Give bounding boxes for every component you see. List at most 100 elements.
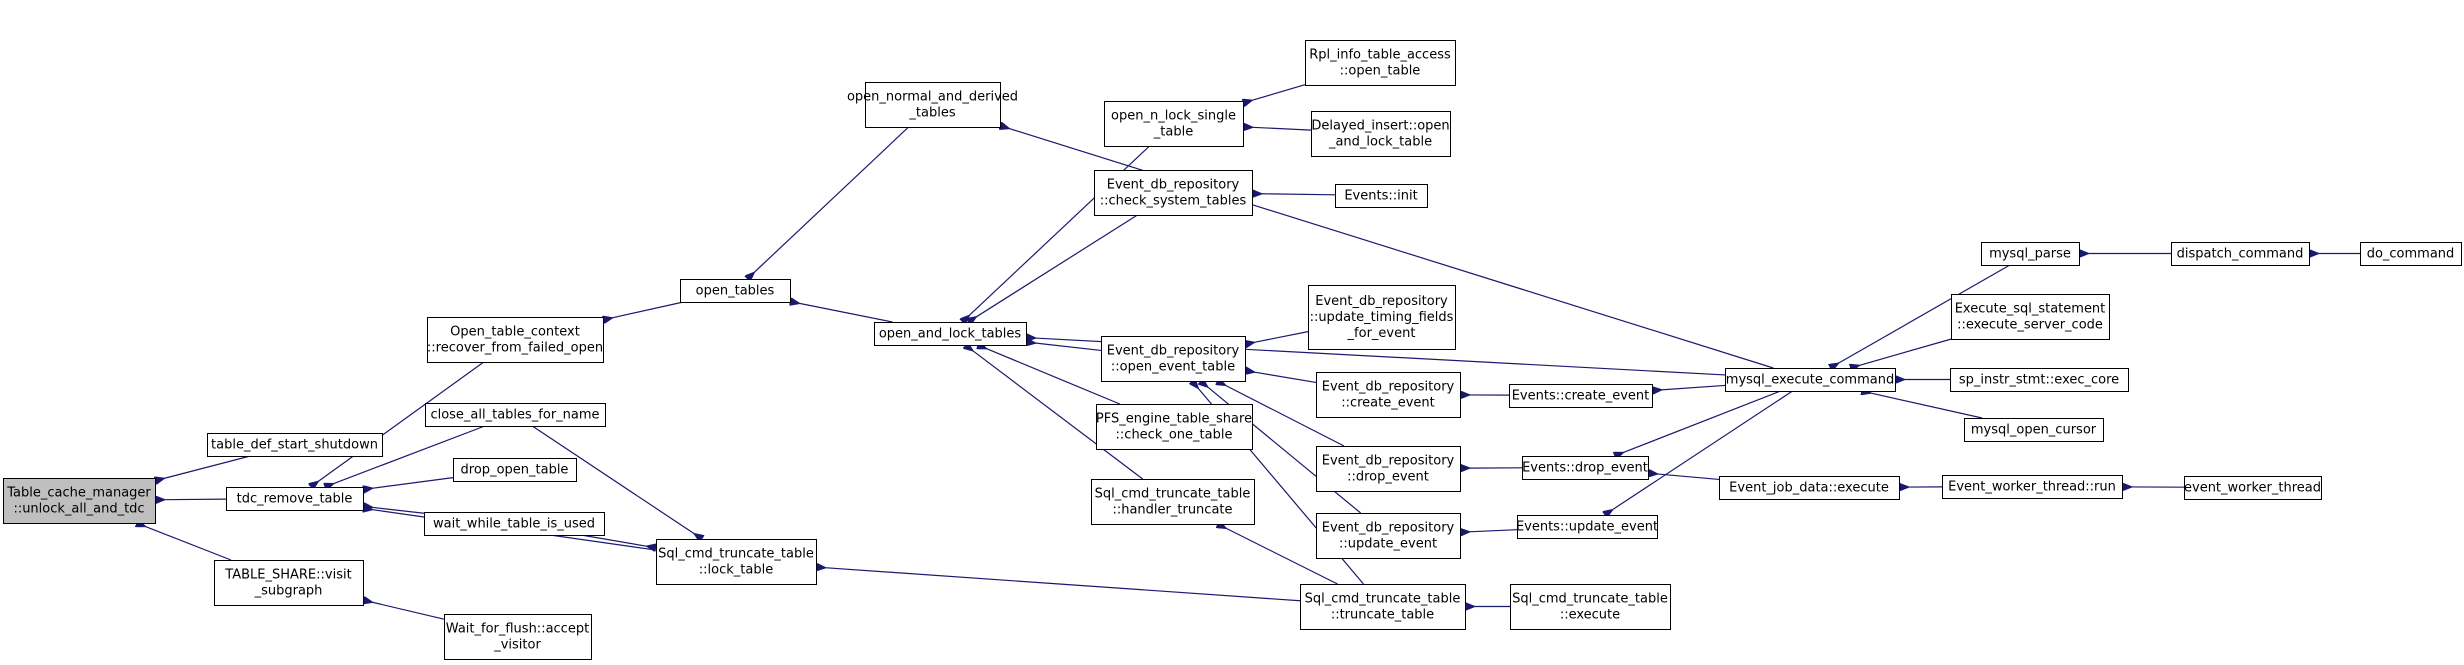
edge-mysql_execute_command-to-events_update bbox=[1612, 390, 1793, 510]
node-box[interactable] bbox=[1101, 336, 1246, 382]
node-mysql-execute-command[interactable]: mysql_execute_command bbox=[1725, 368, 1896, 392]
node-box[interactable] bbox=[2184, 476, 2322, 500]
node-box[interactable] bbox=[1316, 446, 1461, 492]
node-update-timing[interactable]: Event_db_repository::update_timing_field… bbox=[1308, 285, 1456, 350]
edge-execute_server_code-to-mysql_execute_command bbox=[1859, 338, 1952, 366]
node-delayed-insert[interactable]: Delayed_insert::open_and_lock_table bbox=[1311, 111, 1451, 157]
node-events-update[interactable]: Events::update_event bbox=[1516, 515, 1658, 539]
node-events-create[interactable]: Events::create_event bbox=[1509, 384, 1653, 408]
node-box[interactable] bbox=[424, 512, 605, 536]
node-label: ::check_one_table bbox=[1116, 428, 1233, 443]
node-event-job-execute[interactable]: Event_job_data::execute bbox=[1719, 476, 1900, 500]
node-check-system-tables[interactable]: Event_db_repository::check_system_tables bbox=[1094, 170, 1253, 216]
node-box[interactable] bbox=[1305, 40, 1456, 86]
node-box[interactable] bbox=[1951, 294, 2110, 340]
node-pfs-check[interactable]: PFS_engine_table_share::check_one_table bbox=[1096, 404, 1253, 450]
node-worker-run[interactable]: Event_worker_thread::run bbox=[1942, 475, 2123, 499]
node-box[interactable] bbox=[1091, 479, 1255, 525]
node-box[interactable] bbox=[444, 614, 592, 660]
node-truncate-execute[interactable]: Sql_cmd_truncate_table::execute bbox=[1510, 584, 1671, 630]
node-label: Execute_sql_statement bbox=[1955, 302, 2106, 317]
node-label: Sql_cmd_truncate_table bbox=[1095, 487, 1251, 502]
node-events-drop[interactable]: Events::drop_event bbox=[1522, 456, 1649, 480]
node-events-init[interactable]: Events::init bbox=[1335, 184, 1428, 208]
node-label: Events::update_event bbox=[1516, 520, 1658, 535]
node-box[interactable] bbox=[427, 317, 604, 363]
node-table-share-visit[interactable]: TABLE_SHARE::visit_subgraph bbox=[214, 560, 364, 606]
node-sql-lock-table[interactable]: Sql_cmd_truncate_table::lock_table bbox=[656, 539, 817, 585]
node-rpl-info-open[interactable]: Rpl_info_table_access::open_table bbox=[1305, 40, 1456, 86]
node-execute-server-code[interactable]: Execute_sql_statement::execute_server_co… bbox=[1951, 294, 2110, 340]
node-box[interactable] bbox=[1509, 384, 1653, 408]
node-repo-create-event[interactable]: Event_db_repository::create_event bbox=[1316, 372, 1461, 418]
node-handler-truncate[interactable]: Sql_cmd_truncate_table::handler_truncate bbox=[1091, 479, 1255, 525]
node-box[interactable] bbox=[1096, 404, 1253, 450]
node-open-normal-derived[interactable]: open_normal_and_derived_tables bbox=[847, 82, 1018, 128]
node-repo-update-event[interactable]: Event_db_repository::update_event bbox=[1316, 513, 1461, 559]
node-box[interactable] bbox=[1981, 242, 2080, 266]
node-box[interactable] bbox=[1719, 476, 1900, 500]
node-open-event-table[interactable]: Event_db_repository::open_event_table bbox=[1101, 336, 1246, 382]
node-event-worker-thread[interactable]: event_worker_thread bbox=[2184, 476, 2322, 500]
node-box[interactable] bbox=[1311, 111, 1451, 157]
node-box[interactable] bbox=[1316, 513, 1461, 559]
node-box[interactable] bbox=[1510, 584, 1671, 630]
node-box[interactable] bbox=[2171, 242, 2310, 266]
node-box[interactable] bbox=[1308, 285, 1456, 350]
node-label: drop_open_table bbox=[461, 463, 569, 478]
node-box[interactable] bbox=[1950, 368, 2129, 392]
node-box[interactable] bbox=[680, 279, 791, 303]
node-label: Rpl_info_table_access bbox=[1309, 48, 1451, 63]
node-label: mysql_parse bbox=[1989, 247, 2071, 262]
node-label: Event_db_repository bbox=[1315, 294, 1448, 309]
node-label: ::open_event_table bbox=[1111, 360, 1235, 375]
node-box[interactable] bbox=[1517, 515, 1658, 539]
node-label: tdc_remove_table bbox=[237, 492, 353, 507]
node-wait-while-table[interactable]: wait_while_table_is_used bbox=[424, 512, 605, 536]
node-table-def-start-shutdown[interactable]: table_def_start_shutdown bbox=[207, 433, 383, 457]
node-box[interactable] bbox=[865, 82, 1001, 128]
node-do-command[interactable]: do_command bbox=[2360, 242, 2462, 266]
node-label: Sql_cmd_truncate_table bbox=[658, 547, 814, 562]
node-box[interactable] bbox=[656, 539, 817, 585]
node-label: Event_db_repository bbox=[1322, 521, 1455, 536]
node-root[interactable]: Table_cache_manager::unlock_all_and_tdc bbox=[3, 478, 156, 524]
node-open-tables[interactable]: open_tables bbox=[680, 279, 791, 303]
edge-table_share_visit-to-root bbox=[145, 526, 232, 561]
node-box[interactable] bbox=[226, 487, 364, 511]
node-label: Sql_cmd_truncate_table bbox=[1305, 592, 1461, 607]
node-box[interactable] bbox=[453, 458, 577, 482]
node-open-and-lock-tables[interactable]: open_and_lock_tables bbox=[874, 322, 1027, 346]
node-box[interactable] bbox=[2360, 242, 2462, 266]
node-mysql-parse[interactable]: mysql_parse bbox=[1981, 242, 2080, 266]
node-drop-open-table[interactable]: drop_open_table bbox=[453, 458, 577, 482]
node-mysql-open-cursor[interactable]: mysql_open_cursor bbox=[1964, 418, 2104, 442]
node-repo-drop-event[interactable]: Event_db_repository::drop_event bbox=[1316, 446, 1461, 492]
node-box[interactable] bbox=[214, 560, 364, 606]
node-close-all-tables[interactable]: close_all_tables_for_name bbox=[425, 403, 606, 427]
edge-open_normal_derived-to-open_tables bbox=[754, 126, 910, 273]
node-box[interactable] bbox=[1094, 170, 1253, 216]
node-open-n-lock-single[interactable]: open_n_lock_single_table bbox=[1104, 101, 1244, 147]
edge-mysql_execute_command-to-open_normal_derived bbox=[1009, 128, 1774, 369]
node-tdc-remove-table[interactable]: tdc_remove_table bbox=[226, 487, 364, 511]
node-sp-exec-core[interactable]: sp_instr_stmt::exec_core bbox=[1950, 368, 2129, 392]
node-truncate-table[interactable]: Sql_cmd_truncate_table::truncate_table bbox=[1300, 584, 1466, 630]
node-box[interactable] bbox=[1335, 184, 1428, 208]
node-box[interactable] bbox=[1104, 101, 1244, 147]
node-dispatch-command[interactable]: dispatch_command bbox=[2171, 242, 2310, 266]
node-recover-failed-open[interactable]: Open_table_context::recover_from_failed_… bbox=[427, 317, 604, 363]
node-wait-for-flush[interactable]: Wait_for_flush::accept_visitor bbox=[444, 614, 592, 660]
node-box[interactable] bbox=[1942, 475, 2123, 499]
edge-recover_failed_open-to-tdc_remove_table bbox=[318, 361, 485, 482]
node-box[interactable] bbox=[1522, 456, 1649, 480]
edge-events_init-to-check_system_tables bbox=[1261, 194, 1336, 195]
node-box[interactable] bbox=[3, 478, 156, 524]
node-box[interactable] bbox=[207, 433, 383, 457]
node-box[interactable] bbox=[1725, 368, 1896, 392]
node-box[interactable] bbox=[1316, 372, 1461, 418]
node-box[interactable] bbox=[1300, 584, 1466, 630]
node-box[interactable] bbox=[425, 403, 606, 427]
node-box[interactable] bbox=[874, 322, 1027, 346]
node-box[interactable] bbox=[1964, 418, 2104, 442]
